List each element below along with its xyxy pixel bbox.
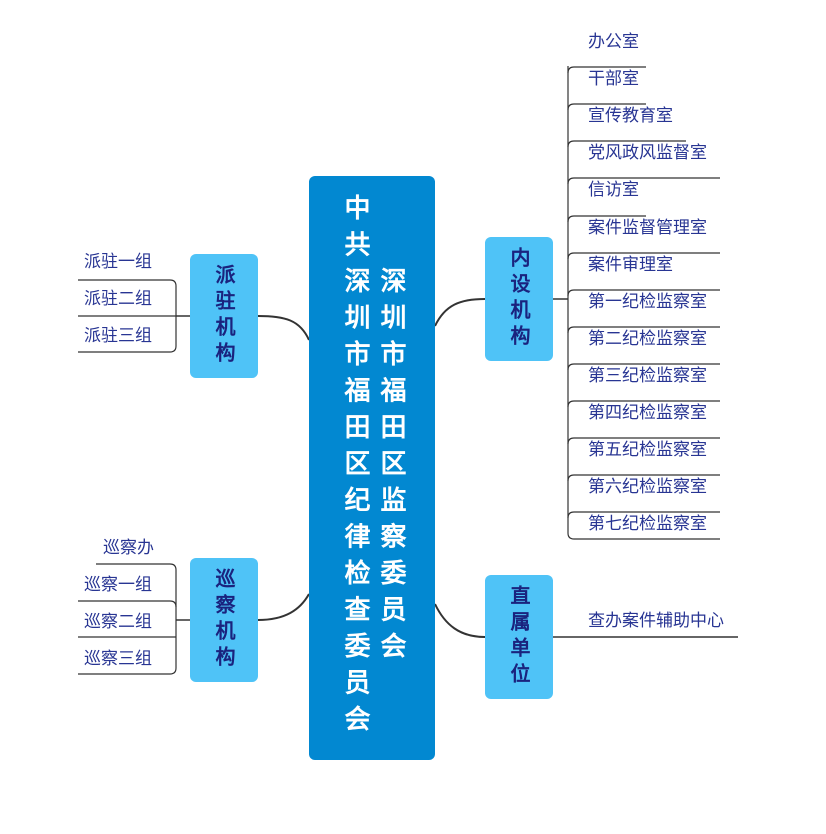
- leaf-item[interactable]: 派驻一组: [84, 252, 152, 272]
- divider-xuncha-1: [78, 600, 177, 608]
- leaf-item[interactable]: 宣传教育室: [588, 106, 673, 127]
- leaf-item[interactable]: 案件审理室: [588, 254, 673, 275]
- leaf-item[interactable]: 巡察办: [103, 538, 154, 558]
- leaf-item[interactable]: 办公室: [588, 32, 639, 52]
- branch-node-neishe[interactable]: 内设机构: [485, 237, 553, 361]
- connector-root-xuncha: [257, 593, 310, 621]
- branch-label-neishe: 内设机构: [507, 247, 531, 351]
- leaf-item[interactable]: 第四纪检监察室: [588, 403, 707, 423]
- divider-neishe: [567, 363, 720, 371]
- leaf-item[interactable]: 第三纪检监察室: [588, 365, 707, 386]
- root-title-line1: 中共深圳市福田区纪律检查委员会: [340, 194, 370, 742]
- divider-neishe: [567, 400, 720, 408]
- divider-neishe: [567, 215, 646, 223]
- connector-root-zhishu: [434, 603, 486, 638]
- branch-node-paizhu[interactable]: 派驻机构: [190, 254, 258, 378]
- bracket-neishe: [567, 66, 720, 540]
- divider-neishe: [567, 140, 686, 148]
- leaf-item[interactable]: 第六纪检监察室: [588, 477, 707, 498]
- branch-label-zhishu: 直属单位: [507, 585, 531, 689]
- divider-neishe: [567, 437, 720, 445]
- divider-neishe: [567, 177, 720, 185]
- connector-root-neishe: [434, 298, 486, 327]
- branch-label-paizhu: 派驻机构: [212, 264, 236, 368]
- connector-root-paizhu: [257, 315, 310, 341]
- leaf-item[interactable]: 巡察一组: [84, 575, 152, 595]
- leaf-item[interactable]: 案件监督管理室: [588, 217, 707, 238]
- branch-node-zhishu[interactable]: 直属单位: [485, 575, 553, 699]
- leaf-item[interactable]: 干部室: [588, 69, 639, 90]
- leaf-item[interactable]: 党风政风监督室: [588, 143, 707, 164]
- leaf-item[interactable]: 查办案件辅助中心: [588, 611, 724, 631]
- branch-label-xuncha: 巡察机构: [212, 568, 236, 672]
- divider-neishe: [567, 511, 720, 519]
- divider-neishe: [567, 289, 720, 297]
- leaf-item[interactable]: 巡察二组: [84, 612, 152, 632]
- divider-neishe: [567, 326, 720, 334]
- leaf-item[interactable]: 派驻二组: [84, 289, 152, 309]
- leaf-item[interactable]: 信访室: [588, 180, 639, 201]
- divider-neishe: [567, 252, 720, 260]
- leaf-item[interactable]: 派驻三组: [84, 326, 152, 346]
- divider-neishe: [567, 474, 720, 482]
- leaf-item[interactable]: 巡察三组: [84, 649, 152, 669]
- branch-node-xuncha[interactable]: 巡察机构: [190, 558, 258, 682]
- divider-neishe: [567, 66, 646, 74]
- root-node[interactable]: 中共深圳市福田区纪律检查委员会 深圳市福田区监察委员会: [309, 176, 435, 760]
- leaf-item[interactable]: 第五纪检监察室: [588, 440, 707, 461]
- leaf-item[interactable]: 第二纪检监察室: [588, 328, 707, 349]
- leaf-item[interactable]: 第一纪检监察室: [588, 291, 707, 312]
- leaf-item[interactable]: 第七纪检监察室: [588, 514, 707, 535]
- divider-neishe: [567, 103, 646, 111]
- root-title-line2: 深圳市福田区监察委员会: [376, 267, 406, 669]
- bracket-xuncha: [78, 563, 177, 675]
